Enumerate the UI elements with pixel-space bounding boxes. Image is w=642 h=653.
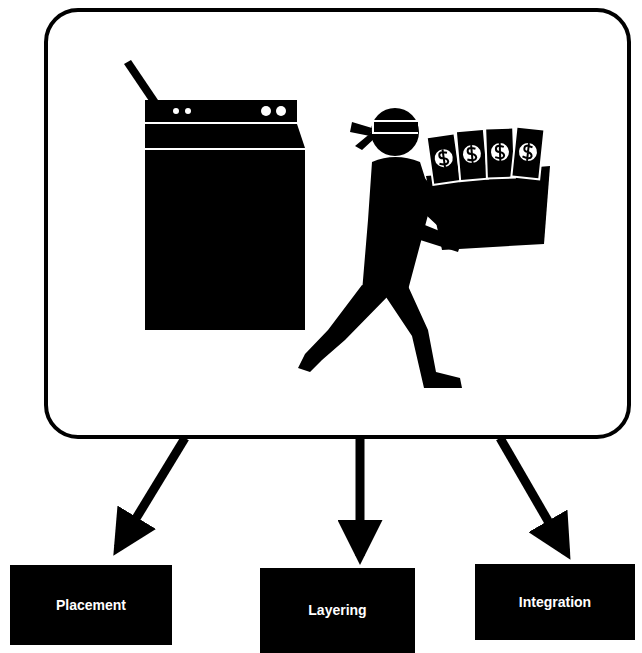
panel-dot <box>173 108 179 114</box>
stage-label: Placement <box>56 597 126 614</box>
stage-label: Layering <box>308 602 366 619</box>
machine-lid <box>124 60 158 104</box>
bill <box>456 129 488 181</box>
bill-seal <box>518 142 538 162</box>
machine-body <box>145 150 305 330</box>
stage-box: Layering <box>260 568 415 653</box>
frame <box>46 10 629 437</box>
head <box>371 108 419 156</box>
bill <box>485 128 515 179</box>
panel-knob <box>276 106 286 116</box>
machine-top <box>145 124 305 148</box>
washing-machine <box>124 60 305 330</box>
banknote <box>456 129 488 181</box>
banknote <box>485 128 515 179</box>
stage-box: Placement <box>10 565 172 645</box>
mask-band <box>374 122 418 132</box>
burglar <box>298 108 550 388</box>
banknote <box>511 127 544 180</box>
control-panel <box>145 100 297 122</box>
stage-label: Integration <box>519 594 591 611</box>
bill-seal <box>434 148 454 168</box>
panel-dot <box>185 108 191 114</box>
stage-box: Integration <box>475 564 635 640</box>
bill <box>511 127 544 180</box>
panel-knob <box>261 106 271 116</box>
dollar-glyph <box>522 143 533 162</box>
dollar-glyph <box>466 145 477 164</box>
mask-outline <box>372 120 418 134</box>
mask-knot <box>350 122 375 150</box>
bill-seal <box>462 144 482 164</box>
bill-seal <box>491 143 510 162</box>
leg <box>380 286 462 388</box>
dollar-glyph <box>438 149 449 168</box>
flow-arrow <box>500 438 566 552</box>
leg <box>298 285 392 372</box>
dollar-glyph <box>495 143 505 161</box>
flow-arrow <box>356 438 365 556</box>
flow-arrow <box>118 438 185 548</box>
